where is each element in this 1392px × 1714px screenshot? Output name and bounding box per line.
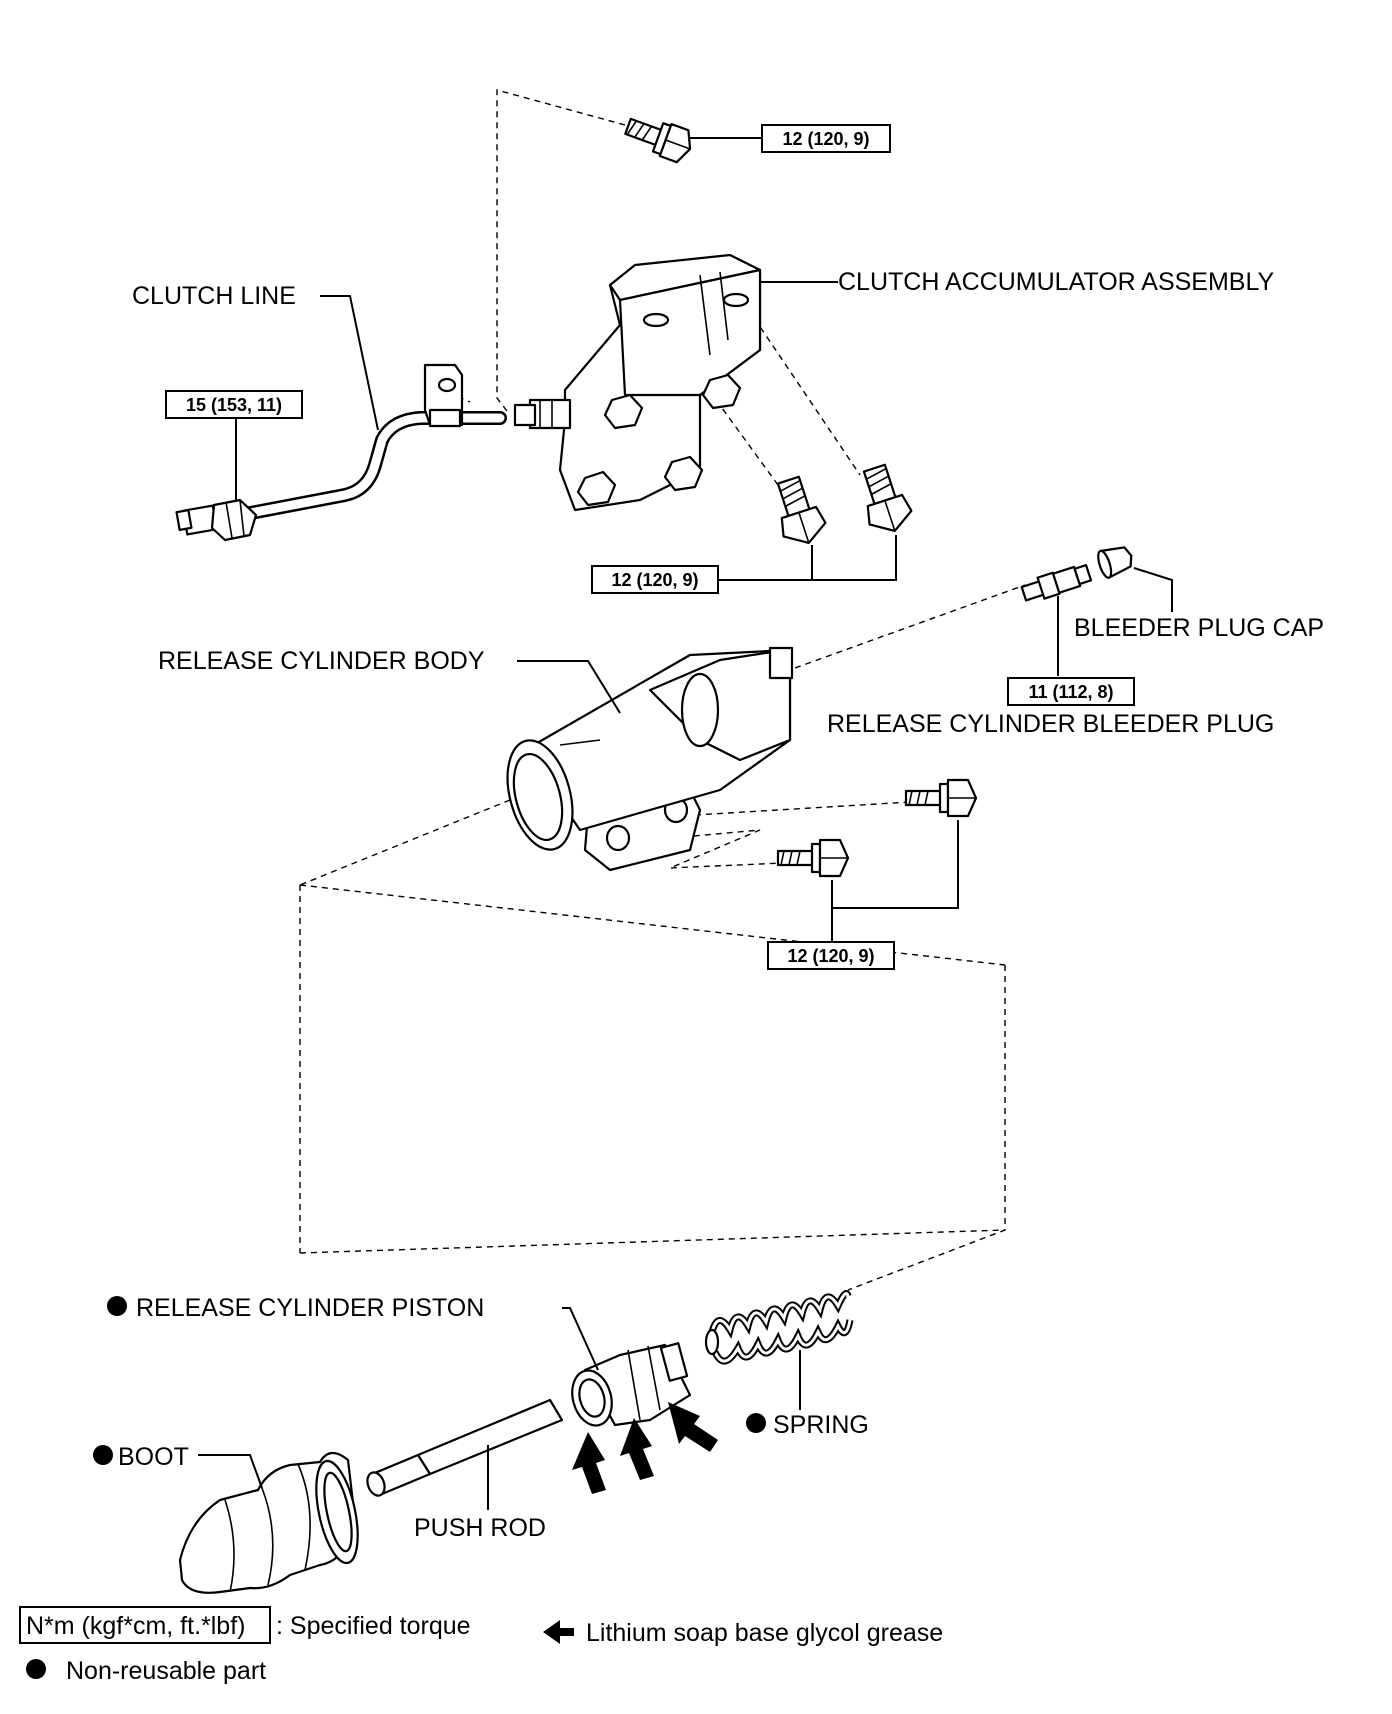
label-bleeder-plug-cap: BLEEDER PLUG CAP — [1074, 614, 1324, 642]
label-push-rod: PUSH ROD — [414, 1514, 546, 1542]
svg-text:12 (120, 9): 12 (120, 9) — [611, 570, 698, 590]
bleeder-plug-cap — [1097, 546, 1133, 579]
label-release-cylinder-piston: RELEASE CYLINDER PISTON — [136, 1294, 484, 1322]
label-release-cylinder-body: RELEASE CYLINDER BODY — [158, 647, 485, 675]
svg-text:11 (112, 8): 11 (112, 8) — [1028, 682, 1113, 702]
label-clutch-line: CLUTCH LINE — [132, 282, 296, 310]
release-cylinder-bleeder-plug — [1020, 564, 1093, 602]
push-rod — [366, 1398, 564, 1497]
cylinder-bolt-lower — [776, 838, 850, 878]
legend-nonreusable-marker-icon — [26, 1659, 46, 1679]
release-cylinder-piston — [571, 1342, 692, 1427]
nonreusable-marker-spring — [746, 1413, 766, 1433]
cylinder-bolt-upper — [904, 778, 978, 818]
release-cylinder-body — [506, 646, 794, 872]
torque-spec-clutch-line-nut: 15 (153, 11) — [165, 390, 303, 419]
spring — [704, 1290, 854, 1365]
svg-text:15 (153, 11): 15 (153, 11) — [186, 395, 282, 415]
accumulator-bolt-right — [862, 463, 913, 533]
torque-spec-bleeder-plug: 11 (112, 8) — [1007, 677, 1135, 706]
legend-nonreusable-text: Non-reusable part — [66, 1657, 266, 1685]
legend-torque-unit: N*m (kgf*cm, ft.*lbf) — [26, 1612, 245, 1640]
svg-text:12 (120, 9): 12 (120, 9) — [782, 129, 869, 149]
label-clutch-accumulator-assembly: CLUTCH ACCUMULATOR ASSEMBLY — [838, 268, 1275, 296]
legend-torque-text: : Specified torque — [276, 1612, 471, 1640]
accumulator-bolt-left — [776, 475, 827, 545]
label-spring: SPRING — [773, 1411, 869, 1439]
legend: N*m (kgf*cm, ft.*lbf) : Specified torque… — [19, 1606, 943, 1685]
legend-torque-box — [19, 1606, 271, 1644]
label-release-cylinder-bleeder-plug: RELEASE CYLINDER BLEEDER PLUG — [827, 710, 1274, 738]
clutch-accumulator-assembly — [513, 253, 762, 512]
boot — [178, 1451, 359, 1594]
nonreusable-marker-piston — [107, 1296, 127, 1316]
grease-arrows — [572, 1402, 718, 1494]
legend-grease-arrow-icon — [543, 1620, 574, 1644]
clutch-line-pipe — [175, 363, 507, 542]
accumulator-top-bolt — [624, 117, 692, 164]
nonreusable-marker-boot — [93, 1445, 113, 1465]
label-boot: BOOT — [118, 1443, 189, 1471]
torque-spec-cylinder-bolts: 12 (120, 9) — [767, 941, 895, 970]
legend-grease-text: Lithium soap base glycol grease — [586, 1619, 943, 1647]
torque-spec-accumulator-bolts: 12 (120, 9) — [591, 565, 719, 594]
svg-text:12 (120, 9): 12 (120, 9) — [787, 946, 874, 966]
torque-spec-accumulator-top-bolt: 12 (120, 9) — [761, 124, 891, 153]
